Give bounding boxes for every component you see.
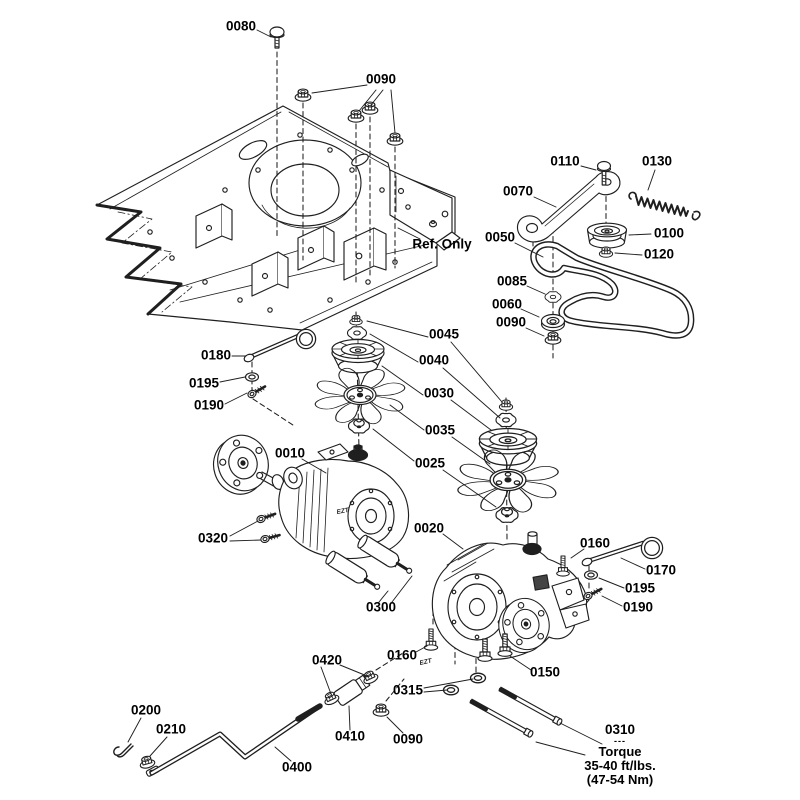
spring-0130	[628, 191, 701, 221]
transaxle-0010: EZT	[205, 428, 410, 560]
wheel-hub	[205, 428, 277, 502]
nut-0045-left	[349, 314, 363, 326]
housing-code-text: EZT	[419, 657, 433, 667]
frame-bracket	[195, 203, 233, 249]
nut-0090-top-d	[386, 132, 404, 146]
bolt-0160-bottom	[423, 628, 439, 651]
nut-0090-bottom	[372, 703, 390, 717]
cap-0025-right	[495, 506, 519, 524]
screw-0320-a	[254, 509, 278, 525]
star-washer-0040-right	[495, 412, 517, 428]
screw-0190-right	[581, 584, 605, 603]
frame-bracket	[343, 227, 387, 281]
frame-bracket	[251, 251, 289, 297]
nut-0090-mid	[544, 331, 562, 345]
nut-0090-top-b	[347, 109, 365, 123]
washer-0060	[540, 313, 566, 332]
screw-0190-left	[245, 382, 268, 401]
pulley-0030-right	[478, 427, 538, 466]
star-washer-0040-left	[346, 326, 368, 340]
nut-0120	[598, 246, 614, 258]
shoulder-bolt-0080	[269, 26, 285, 49]
lock-washer-0085	[544, 291, 562, 303]
frame-side-bracket	[389, 169, 461, 251]
chassis-frame	[95, 105, 461, 331]
callout-leader-lines	[127, 29, 656, 762]
nut-0090-top-a	[294, 88, 312, 102]
fan-0035-left	[313, 367, 408, 426]
pulley-0030-left	[331, 338, 385, 374]
housing-code-text: EZT	[336, 507, 350, 516]
washer-0195-left	[244, 372, 260, 382]
brake-rod-0180	[243, 328, 317, 363]
bypass-rod-0400	[145, 703, 323, 777]
frame-bracket	[297, 225, 335, 271]
washer-0195-right	[583, 570, 599, 580]
idler-pulley-0100	[586, 222, 628, 249]
idler-bolt-0110	[596, 160, 612, 186]
cotter-pin-0200	[113, 743, 134, 758]
washer-0315-a	[469, 672, 487, 684]
cap-0025-left	[347, 418, 371, 434]
idler-arm-0070	[516, 171, 621, 243]
brake-rod-0170	[581, 536, 664, 567]
transaxle-0020: EZT	[419, 531, 590, 667]
screw-0320-b	[258, 530, 282, 545]
drive-belt-0050	[530, 241, 695, 339]
